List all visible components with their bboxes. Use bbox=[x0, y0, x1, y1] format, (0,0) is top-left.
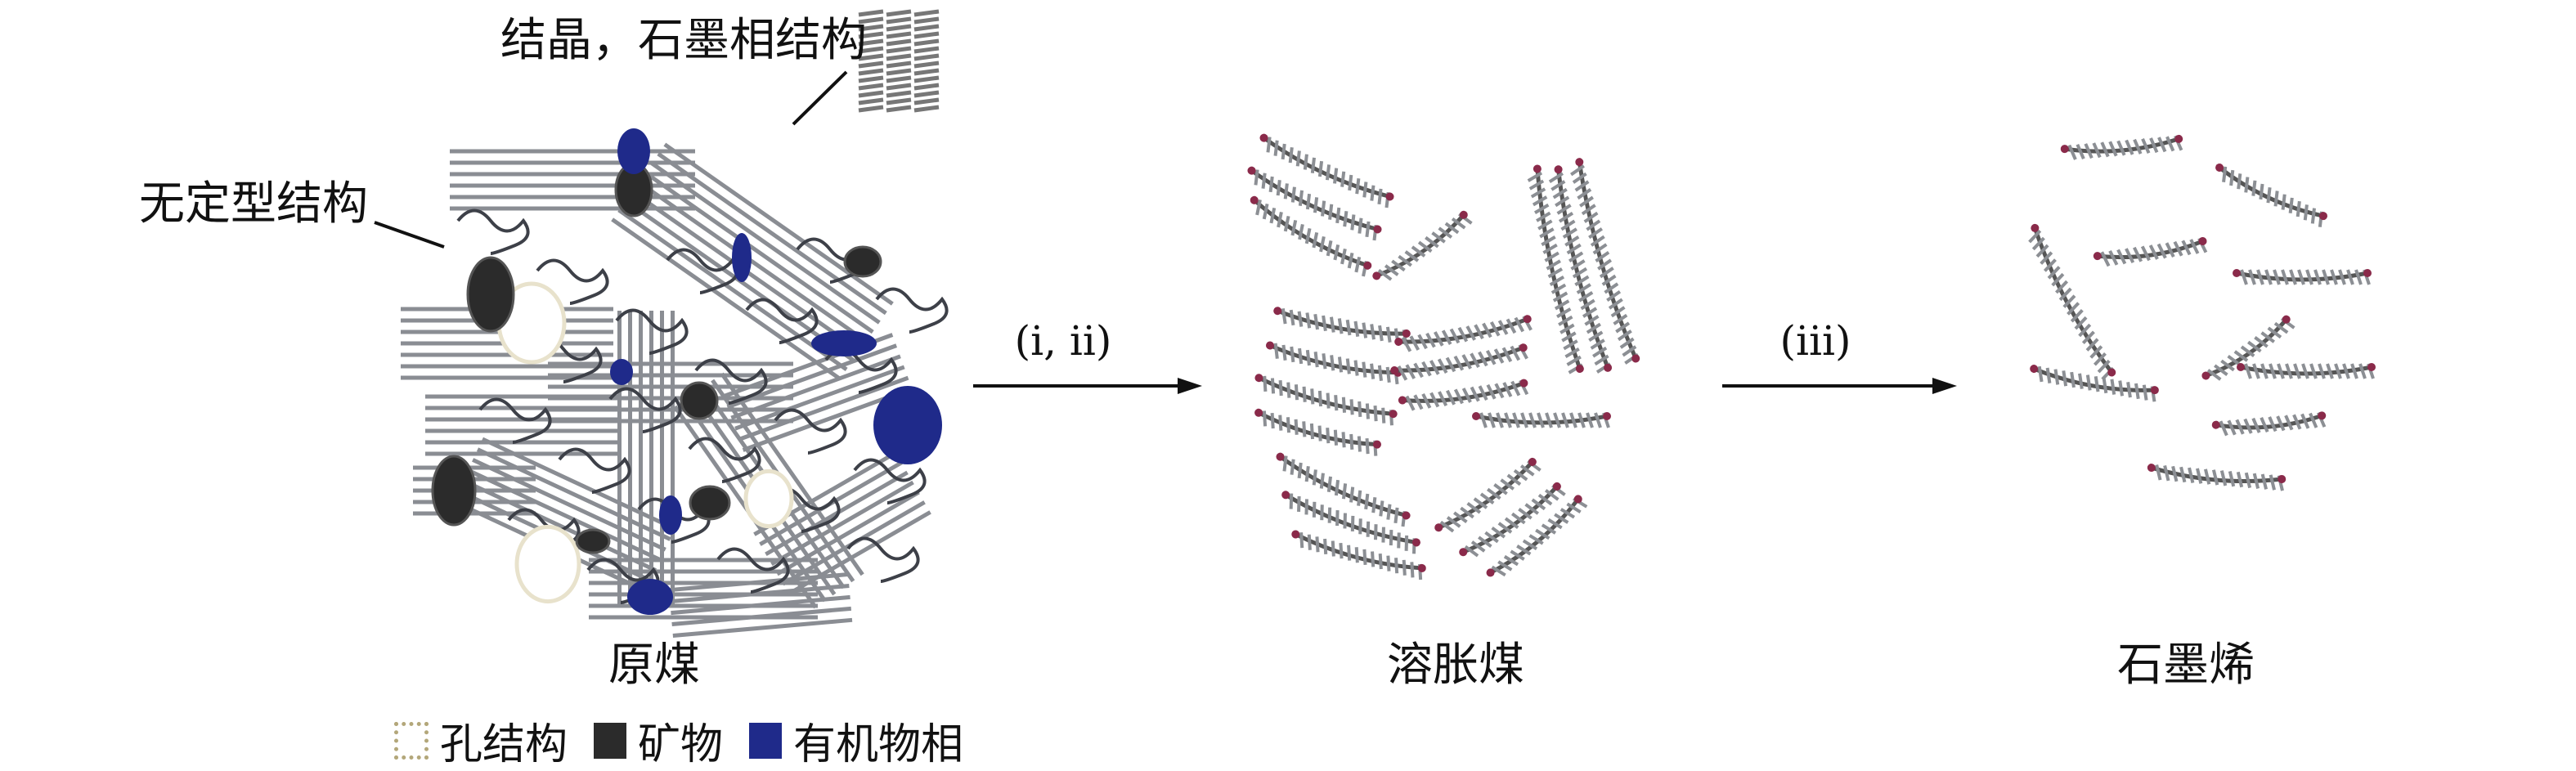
graphene-sheet bbox=[1527, 164, 1584, 374]
graphene-sheet bbox=[1548, 165, 1613, 374]
amorphous-strand bbox=[615, 308, 689, 355]
graphene-sheet bbox=[2028, 223, 2116, 381]
graphene-sheet bbox=[1459, 482, 1566, 558]
graphene-sheet bbox=[1372, 210, 1473, 281]
graphene-sheet bbox=[2215, 163, 2327, 227]
organic-phase bbox=[811, 330, 877, 356]
amorphous-strand bbox=[716, 547, 790, 594]
graphene-sheet bbox=[1247, 166, 1382, 241]
mineral-icon bbox=[594, 722, 627, 759]
legend: 孔结构 矿物 有机物相 bbox=[394, 710, 978, 771]
amorphous-strand bbox=[745, 298, 819, 344]
mineral bbox=[689, 485, 731, 521]
graphene-sheet bbox=[2147, 464, 2287, 491]
layer-bundle bbox=[611, 142, 894, 381]
pore-icon bbox=[394, 721, 429, 760]
organic-phase bbox=[873, 386, 942, 464]
swollen-coal-illustration bbox=[1247, 133, 1640, 580]
graphene-sheet bbox=[1250, 195, 1372, 277]
raw-coal-illustration bbox=[401, 128, 949, 638]
amorphous-strand bbox=[846, 536, 920, 583]
arrow-step1 bbox=[973, 378, 1202, 394]
step2-label: (iii) bbox=[1779, 317, 1851, 365]
legend-label-mineral: 矿物 bbox=[638, 720, 724, 769]
graphene-sheet bbox=[1254, 374, 1398, 426]
graphene-sheet bbox=[2093, 237, 2208, 267]
graphite-stack-icon bbox=[858, 9, 940, 113]
crystalline-structure-label: 结晶，石墨相结构 bbox=[500, 14, 867, 67]
layer-bundle bbox=[452, 437, 676, 594]
graphene-sheet bbox=[2030, 365, 2159, 402]
legend-label-organic: 有机物相 bbox=[793, 720, 964, 769]
mineral bbox=[680, 381, 719, 420]
graphene-sheet bbox=[1394, 315, 1533, 352]
graphene-sheet bbox=[1291, 530, 1426, 580]
graphene-sheet bbox=[1281, 491, 1420, 554]
graphene-sheet bbox=[2233, 269, 2372, 285]
graphene-sheet bbox=[1273, 307, 1411, 346]
arrow-step2 bbox=[1722, 378, 1957, 394]
legend-label-pore: 孔结构 bbox=[440, 720, 568, 769]
amorphous-strand bbox=[774, 408, 847, 455]
graphene-sheet bbox=[1276, 452, 1411, 527]
organic-phase bbox=[610, 359, 633, 385]
graphene-sheet bbox=[1390, 343, 1528, 381]
layer-bundle bbox=[668, 572, 853, 638]
crystalline-leader-line bbox=[792, 70, 848, 126]
amorphous-strand bbox=[853, 458, 927, 504]
graphene-sheet bbox=[1434, 457, 1542, 533]
graphene-sheet bbox=[1265, 341, 1402, 385]
amorphous-strand bbox=[536, 258, 609, 305]
amorphous-structure-label: 无定型结构 bbox=[139, 177, 368, 231]
pore bbox=[514, 524, 581, 604]
amorphous-strand bbox=[688, 437, 761, 483]
swollen-coal-label: 溶胀煤 bbox=[1387, 639, 1524, 692]
amorphous-strand bbox=[875, 287, 949, 334]
organic-phase bbox=[732, 233, 752, 282]
organic-phase bbox=[617, 128, 650, 174]
mineral bbox=[466, 256, 515, 333]
graphene-sheet bbox=[1259, 133, 1394, 208]
amorphous-strand bbox=[608, 387, 682, 433]
layer-bundle bbox=[450, 149, 695, 211]
amorphous-strand bbox=[478, 397, 552, 444]
graphene-sheet bbox=[1254, 408, 1381, 456]
organic-phase bbox=[659, 495, 682, 535]
graphene-label: 石墨烯 bbox=[2117, 639, 2255, 692]
amorphous-leader-line bbox=[374, 221, 445, 249]
organic-phase-icon bbox=[749, 722, 783, 759]
organic-phase bbox=[627, 579, 673, 615]
graphene-sheet bbox=[1570, 158, 1640, 365]
graphene-sheet bbox=[2060, 134, 2183, 160]
mineral bbox=[431, 455, 477, 527]
raw-coal-label: 原煤 bbox=[608, 639, 700, 692]
mineral bbox=[843, 245, 882, 278]
graphene-sheet bbox=[2211, 411, 2327, 437]
graphene-sheet bbox=[1398, 379, 1529, 411]
amorphous-strand bbox=[456, 208, 530, 255]
pore bbox=[743, 468, 794, 529]
step1-label: (i, ii) bbox=[1014, 317, 1112, 365]
amorphous-strand bbox=[694, 358, 768, 405]
graphene-sheet bbox=[1472, 412, 1611, 428]
layer-bundle bbox=[425, 394, 622, 456]
graphene-sheet bbox=[1486, 495, 1588, 577]
graphene-illustration bbox=[2028, 134, 2376, 491]
amorphous-strand bbox=[558, 447, 631, 494]
graphene-sheet bbox=[2237, 363, 2376, 379]
mineral bbox=[575, 528, 611, 554]
